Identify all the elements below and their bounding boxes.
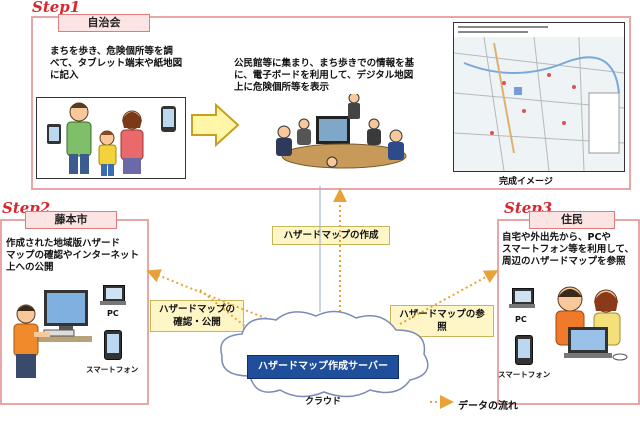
step2-pc-icon	[103, 285, 125, 302]
server-box: ハザードマップ作成サーバー	[247, 355, 399, 379]
step2-title: 藤本市	[25, 211, 117, 229]
step1-flow-arrow	[191, 103, 240, 147]
hazard-map-image	[453, 22, 625, 172]
step2-phone-icon	[104, 330, 122, 360]
step2-pc-base	[100, 301, 126, 305]
office-worker-illustration	[13, 290, 92, 378]
meeting-illustration	[276, 94, 407, 169]
step1-text-mid: 公民館等に集まり、まち歩きでの情報を基 に、電子ボードを利用して、デジタル地図 …	[234, 58, 415, 93]
step2-text: 作成された地域版ハザード マップの確認やインターネット 上への公開	[6, 238, 140, 273]
step2-phone-label: スマートフォン	[86, 365, 139, 374]
step3-pc-icon	[512, 288, 534, 305]
step3-pc-label: PC	[515, 315, 527, 324]
family-illustration	[36, 97, 186, 179]
legend-data-flow: データの流れ	[458, 401, 518, 412]
cloud-shape	[220, 310, 429, 398]
cloud-label: クラウド	[305, 397, 342, 407]
step3-phone-icon	[515, 335, 533, 365]
step3-text: 自宅や外出先から、PCや スマートフォン等を利用して、 周辺のハザードマップを参…	[502, 232, 634, 267]
step2-pc-label: PC	[107, 309, 119, 318]
step1-label: Step1	[32, 0, 81, 16]
label-create: ハザードマップの作成	[272, 226, 390, 245]
residents-illustration	[555, 286, 628, 361]
step3-pc-base	[509, 304, 535, 308]
step3-phone-label: スマートフォン	[498, 370, 551, 379]
step3-title: 住民	[529, 211, 615, 229]
step1-title: 自治会	[58, 14, 150, 32]
map-caption: 完成イメージ	[499, 177, 553, 187]
step1-text-left: まちを歩き、危険個所等を調 べて、タブレット端末や紙地図 に記入	[50, 46, 183, 81]
label-confirm: ハザードマップの 確認・公開	[150, 300, 244, 332]
